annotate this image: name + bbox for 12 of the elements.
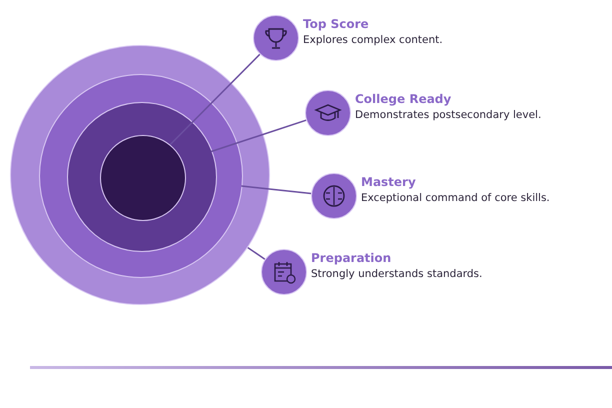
leader-line: [210, 119, 306, 152]
heading: Preparation: [311, 251, 392, 265]
heading: College Ready: [355, 92, 452, 106]
description: Explores complex content.: [303, 34, 443, 46]
description: Strongly understands standards.: [311, 268, 482, 280]
leader-line: [170, 54, 260, 146]
heading: Mastery: [361, 175, 417, 189]
heading: Top Score: [303, 17, 370, 31]
leader-line: [247, 246, 266, 260]
description: Demonstrates postsecondary level.: [355, 109, 542, 121]
leader-line: [241, 185, 312, 194]
description: Exceptional command of core skills.: [361, 192, 550, 204]
